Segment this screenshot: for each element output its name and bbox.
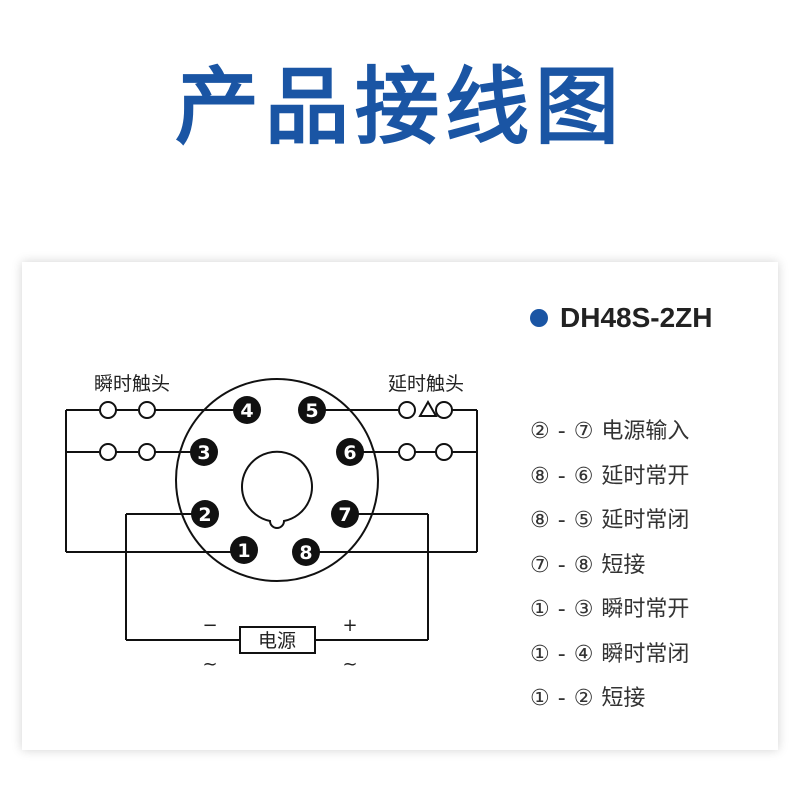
pin-2-icon [191,500,219,528]
ac-symbol-left: ~ [202,654,217,675]
minus-sign: − [202,615,217,636]
ac-symbol-right: ~ [342,654,357,675]
socket-keyhole [241,450,313,529]
pin-5-label: 5 [305,400,318,422]
pin-8-icon [292,538,320,566]
diagram-card [22,262,778,750]
socket-pins: 1 2 3 4 5 6 7 8 [190,396,364,566]
instant-contact-label: 瞬时触头 [94,373,170,395]
pin-3-label: 3 [197,442,210,464]
socket-circle [175,378,379,582]
pin-3-icon [190,438,218,466]
pin-7-icon [331,500,359,528]
pin-7-label: 7 [338,504,351,526]
pin-1-icon [230,536,258,564]
pin-6-label: 6 [343,442,356,464]
model-heading: DH48S-2ZH [530,302,712,334]
pin-6-icon [336,438,364,466]
power-label: 电源 [258,630,296,652]
bullet-dot-icon [530,309,548,327]
model-name: DH48S-2ZH [560,302,713,333]
pin-8-label: 8 [299,542,312,564]
pin-1-label: 1 [237,540,250,562]
pin-5-icon [298,396,326,424]
delay-contact-label: 延时触头 [388,373,464,395]
pin-4-icon [233,396,261,424]
pin-4-label: 4 [240,400,253,422]
pin-2-label: 2 [198,504,211,526]
page-title: 产品接线图 [174,58,625,156]
plus-sign: + [342,615,357,636]
